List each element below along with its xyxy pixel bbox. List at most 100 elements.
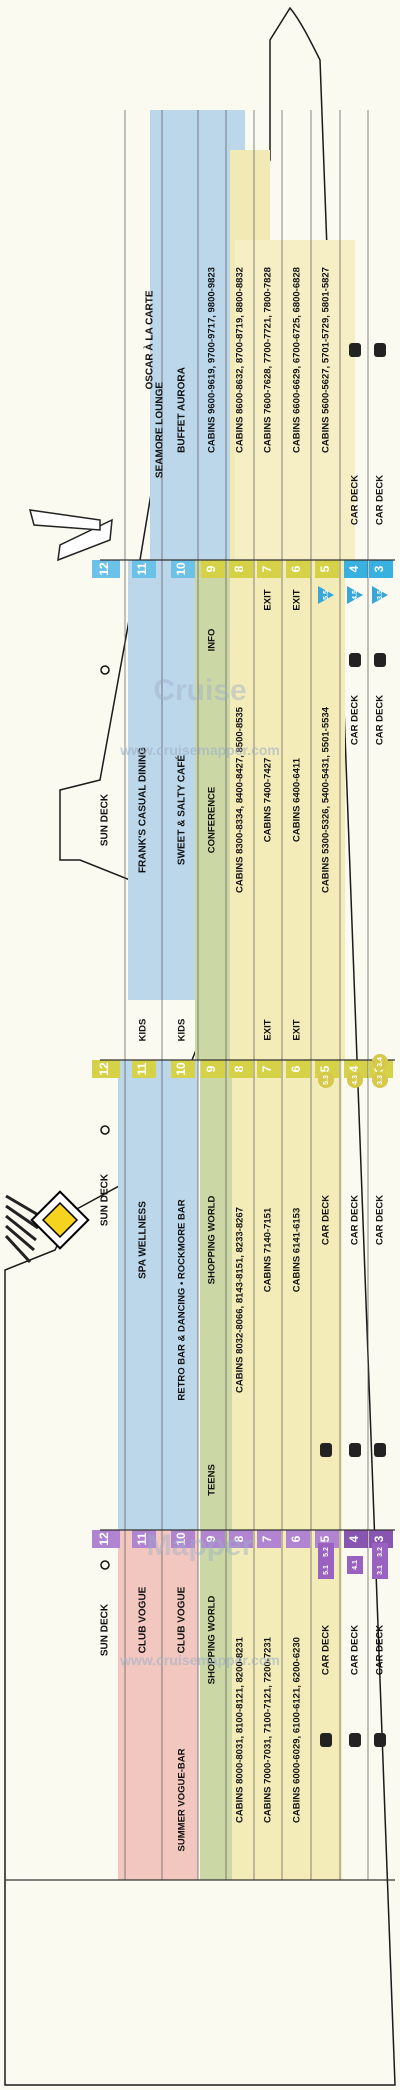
- deck-strip-1-8: [229, 1060, 253, 1078]
- deck-number-1-12: 12: [97, 1062, 111, 1076]
- badge-3-5-text: 3.5: [377, 590, 384, 600]
- badge-3-1-bg: [372, 1561, 388, 1579]
- stern-shopping-label: SHOPPING WORLD: [207, 1596, 218, 1685]
- deck-content: 121110987654312111098765431211109876543O…: [5, 110, 395, 1881]
- fwd-deck5-cabins: CABINS 5600-5627, 5701-5729, 5801-5827: [321, 267, 332, 453]
- fwd-oscar-label: OSCAR À LA CARTE: [143, 290, 156, 389]
- deck-strip-1-10: [171, 1060, 195, 1078]
- badge-5-2: 5.2: [318, 1543, 334, 1561]
- car-icon: [320, 1733, 332, 1747]
- badge-5-3-text: 5.3: [323, 1075, 330, 1085]
- badge-5-3: 5.3: [318, 1072, 334, 1088]
- badge-3-2-text: 3.2: [377, 1547, 384, 1557]
- fwd-deck8-cabins: CABINS 8600-8632, 8700-8719, 8800-8832: [235, 267, 246, 453]
- deck-number-2-5: 5: [318, 1535, 332, 1542]
- car-icon-body: [349, 1443, 361, 1457]
- deck-strip-2-10: [171, 1530, 195, 1548]
- mid-exit-6: EXIT: [292, 1019, 303, 1040]
- badge-3-3-bg: [372, 1072, 388, 1088]
- deck-number-1-8: 8: [232, 1065, 246, 1072]
- fwd-deck3-cardeck: CAR DECK: [375, 475, 386, 525]
- funnel-logo: [30, 1190, 90, 1250]
- car-icon: [349, 1443, 361, 1457]
- sun-icon: [100, 1560, 110, 1570]
- deck-strip-2-12: [92, 1530, 120, 1548]
- stern-sundeck-label: SUN DECK: [100, 1603, 111, 1656]
- badge-3-5: 3.5: [372, 586, 388, 604]
- stern-cabin-zone: [232, 1530, 342, 1880]
- fwd-buffet-label: BUFFET AURORA: [177, 367, 188, 453]
- sun-icon: [100, 1125, 110, 1135]
- deck-strip-0-9: [201, 560, 225, 578]
- funnel-stripes: [4, 1194, 41, 1264]
- deck-strip-0-12: [92, 560, 120, 578]
- mid-conference-label: CONFERENCE: [207, 787, 218, 854]
- deck-number-2-9: 9: [204, 1535, 218, 1542]
- deck-number-2-4: 4: [347, 1535, 361, 1542]
- stern-deck6-cabins: CABINS 6000-6029, 6100-6121, 6200-6230: [292, 1637, 303, 1823]
- fwd-seamore-label: SEAMORE LOUNGE: [155, 382, 166, 478]
- deck-number-0-5: 5: [318, 565, 332, 572]
- badge-3-3-text: 3.3: [377, 1075, 384, 1085]
- car-icon-body: [349, 1733, 361, 1747]
- deck-number-2-6: 6: [289, 1535, 303, 1542]
- mid-cabin-zone: [230, 560, 345, 1060]
- mid-kids-11: KIDS: [138, 1019, 149, 1042]
- badge-5-3-bg: [318, 1072, 334, 1088]
- mid-sundeck-label: SUN DECK: [100, 793, 111, 846]
- mid-deck7-exit: EXIT: [263, 589, 274, 610]
- mid-exit-7: EXIT: [263, 1019, 274, 1040]
- watermark-url: www.cruisemapper.com: [119, 742, 280, 758]
- badge-4-5: 4.5: [347, 586, 363, 604]
- badge-4-1-bg: [347, 1556, 363, 1574]
- mid-cafe-label: SWEET & SALTY CAFÉ: [175, 755, 188, 866]
- deck-strip-1-5: [315, 1060, 339, 1078]
- mid-deck4-cardeck: CAR DECK: [350, 695, 361, 745]
- deck-strip-1-12: [92, 1060, 120, 1078]
- badge-5-5-text: 5.5: [323, 590, 330, 600]
- mid-kids-10: KIDS: [177, 1019, 188, 1042]
- deck-number-0-3: 3: [372, 565, 386, 572]
- sun-icon: [100, 665, 110, 675]
- deck-number-1-7: 7: [260, 1065, 274, 1072]
- deck-number-0-12: 12: [97, 562, 111, 576]
- car-icon-body: [320, 1443, 332, 1457]
- deck-number-1-10: 10: [174, 1062, 188, 1076]
- badge-4-3-text: 4.3: [352, 1075, 359, 1085]
- stern-deck4-cardeck: CAR DECK: [350, 1625, 361, 1675]
- badge-5-5-bg: [318, 586, 334, 604]
- stern-upper-zone: [118, 1530, 198, 1880]
- car-icon-body: [349, 343, 361, 357]
- badge-3-3: 3.3: [372, 1072, 388, 1088]
- car-icon-body: [374, 1733, 386, 1747]
- aft-deck8-cabins: CABINS 8032-8066, 8143-8151, 8233-8267: [235, 1207, 246, 1393]
- stern-deck8-cabins: CABINS 8000-8031, 8100-8121, 8200-8231: [235, 1636, 246, 1823]
- mast: [28, 509, 113, 562]
- badge-5-2-bg: [318, 1543, 334, 1561]
- mid-deck6-exit: EXIT: [292, 589, 303, 610]
- deck-number-0-9: 9: [204, 565, 218, 572]
- fwd-cabin-zone: [235, 240, 355, 560]
- deck-strip-1-4: [344, 1060, 368, 1078]
- deck-strip-1-7: [257, 1060, 281, 1078]
- colour-zones: [92, 110, 393, 1880]
- watermark-logo: Cruise: [153, 674, 246, 707]
- car-icon: [349, 343, 361, 357]
- aft-sundeck-label: SUN DECK: [100, 1173, 111, 1226]
- deck-strip-0-8: [229, 560, 253, 578]
- aft-deck6-cabins: CABINS 6141-6153: [292, 1208, 303, 1293]
- stern-deck7-cabins: CABINS 7000-7031, 7100-7121, 7200-7231: [263, 1636, 274, 1823]
- deck-number-2-3: 3: [372, 1535, 386, 1542]
- aft-deck5-cardeck: CAR DECK: [321, 1195, 332, 1245]
- stern-deck3-cardeck: CAR DECK: [375, 1625, 386, 1675]
- aft-shopping-label: SHOPPING WORLD: [207, 1196, 218, 1285]
- stern-clubvogue-11: CLUB VOGUE: [138, 1586, 149, 1653]
- deck-strip-1-11: [132, 1060, 156, 1078]
- deck-number-2-11: 11: [135, 1532, 149, 1545]
- car-icon: [349, 1733, 361, 1747]
- mid-deck6-cabins: CABINS 6400-6411: [292, 757, 303, 842]
- car-icon: [374, 653, 386, 667]
- car-icon: [374, 1733, 386, 1747]
